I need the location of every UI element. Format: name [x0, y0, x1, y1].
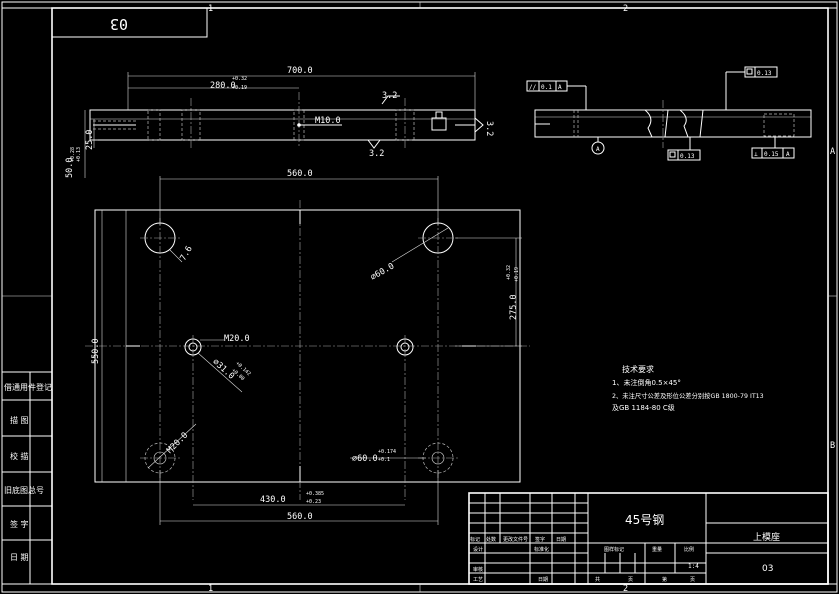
tech-notes-title: 技术要求	[622, 364, 654, 374]
dim-275-tol-hi: +0.32	[506, 265, 512, 280]
thread-m20-a: M20.0	[224, 334, 250, 344]
tb-label-total: 共	[595, 576, 600, 583]
hole-dia-60-b: ⌀60.0	[352, 454, 378, 464]
side-stamp-6: 日 期	[10, 553, 29, 562]
zone-label-bottom-1: 1	[208, 584, 213, 594]
side-stamp-5: 签 字	[10, 519, 29, 529]
svg-text://: //	[529, 84, 537, 91]
roughness-bottom: 3.2	[369, 149, 384, 159]
datum-a: A	[596, 146, 600, 153]
code-box-text: 03	[110, 15, 128, 33]
material-text: 45号钢	[625, 513, 664, 527]
dim-280: 280.0	[210, 81, 236, 91]
tb-label-sheet: 页	[628, 577, 633, 583]
side-stamp-1: 借通用件登记	[4, 382, 52, 392]
zone-label-top-2: 2	[623, 4, 628, 14]
parallel-tol: 0.1	[541, 84, 552, 91]
perp-tol: 0.15	[764, 151, 779, 158]
zone-label-right-a: A	[830, 147, 835, 157]
tech-notes-line3: 及GB 1184-80 C级	[612, 403, 675, 412]
perp-datum: A	[786, 151, 790, 158]
side-stamp-4: 旧底图总号	[4, 485, 44, 495]
svg-text:⊥: ⊥	[754, 151, 758, 158]
right-side-view: // 0.1 A 0.13 A 0.13 ⊥ 0.15 A	[526, 66, 812, 161]
top-view-dimensions: 700.0 280.0 +0.32 +0.19 M10.0 3.2 3.2 3.…	[65, 66, 494, 178]
dim-560-top: 560.0	[287, 169, 313, 179]
plan-view-dimensions: 560.0 560.0 430.0 +0.385 +0.23 550.0 275…	[91, 169, 522, 525]
tb-label-count: 处数	[486, 536, 496, 543]
scale-value-text: 1:4	[688, 563, 699, 570]
dim-275-tol-lo: +0.19	[514, 267, 520, 282]
dim-560-bottom: 560.0	[287, 512, 313, 522]
tb-label-weight: 重量	[652, 546, 662, 553]
roughness-right: 3.2	[484, 121, 494, 136]
zone-label-top-1: 1	[208, 4, 213, 14]
plan-view	[85, 200, 530, 500]
side-stamp-column: 借通用件登记 描 图 校 描 旧底图总号 签 字 日 期	[1, 371, 53, 585]
tb-label-design: 设计	[473, 546, 483, 553]
parallel-datum: A	[558, 84, 562, 91]
dim-430: 430.0	[260, 495, 286, 505]
dim-275: 275.0	[509, 294, 519, 320]
tb-label-stage-mark: 图样标记	[604, 546, 624, 553]
dim-280-tol-lo: +0.19	[232, 85, 247, 91]
chamfer-7-6: 7.6	[178, 244, 194, 262]
dim-50-tol-lo: +0.13	[76, 147, 82, 162]
side-stamp-3: 校 描	[10, 451, 29, 461]
tb-label-date: 日期	[556, 537, 566, 543]
dim-50: 50.0	[65, 158, 75, 178]
hole-dia-60-a: ⌀60.0	[369, 261, 396, 282]
thread-m20-b: M20.0	[165, 431, 190, 456]
tb-label-scale: 比例	[684, 546, 694, 553]
tb-label-process: 工艺	[473, 577, 483, 583]
tb-label-standardize: 标准化	[534, 546, 549, 553]
inner-frame	[51, 7, 829, 585]
dim-50-tol-hi: +0.28	[70, 147, 76, 162]
tb-label-mark: 标记	[470, 536, 480, 543]
tb-label-change-doc: 更改文件号	[503, 536, 528, 543]
zone-label-bottom-2: 2	[623, 584, 628, 594]
tb-label-date2: 日期	[538, 577, 548, 583]
tech-notes-line1: 1、未注倒角0.5×45°	[612, 378, 681, 387]
part-name-text: 上模座	[753, 531, 780, 543]
square-tol: 0.13	[757, 70, 772, 77]
dim-700: 700.0	[287, 66, 313, 76]
tb-label-page-no: 第	[662, 576, 667, 583]
dim-25: 25.0	[85, 130, 95, 150]
dim-430-tol-lo: +0.23	[306, 499, 321, 505]
side-stamp-2: 描 图	[10, 415, 29, 425]
thread-m10: M10.0	[315, 116, 341, 126]
top-section-view	[89, 92, 476, 148]
tech-notes-line2: 2、未注尺寸公差及形位公差分别按GB 1800-79 IT13	[612, 391, 764, 400]
technical-requirements: 技术要求 1、未注倒角0.5×45° 2、未注尺寸公差及形位公差分别按GB 18…	[612, 364, 764, 412]
dim-280-tol-hi: +0.32	[232, 76, 247, 82]
code-box	[51, 7, 208, 38]
hole-dia-60-b-tol-hi: +0.174	[378, 449, 396, 455]
hole-dia-60-b-tol-lo: +0.1	[378, 457, 390, 463]
drawing-number-text: 03	[762, 564, 773, 574]
tb-label-sign: 签字	[535, 536, 545, 543]
zone-label-right-b: B	[830, 441, 835, 451]
dim-430-tol-hi: +0.385	[306, 491, 324, 497]
tb-label-review: 审核	[473, 566, 483, 573]
tb-label-sheet2: 页	[690, 577, 695, 583]
flat-tol: 0.13	[680, 153, 695, 160]
dim-550: 550.0	[91, 338, 101, 364]
roughness-top: 3.2	[382, 91, 397, 101]
title-block: 45号钢 上模座 03 1:4 标记 处数 更改文件号 签字 日期 设计 标准化…	[468, 492, 829, 585]
